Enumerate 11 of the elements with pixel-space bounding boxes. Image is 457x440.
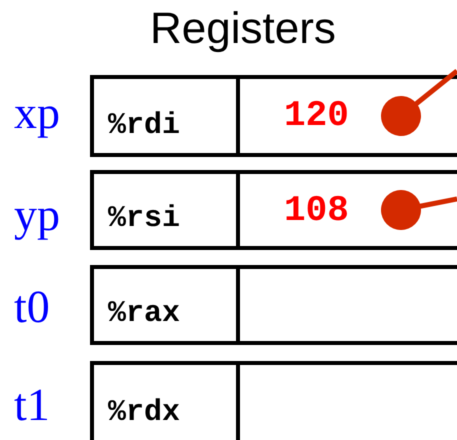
- register-value: 108: [284, 190, 349, 231]
- register-name: %rdx: [108, 396, 180, 430]
- variable-label: yp: [14, 188, 60, 241]
- register-name: %rax: [108, 297, 180, 331]
- variable-label: t1: [14, 378, 50, 431]
- register-value: 120: [284, 95, 349, 136]
- variable-label: t0: [14, 280, 50, 333]
- variable-label: xp: [14, 86, 60, 139]
- register-name: %rdi: [108, 109, 180, 143]
- heading: Registers: [150, 4, 336, 54]
- register-name: %rsi: [108, 202, 180, 236]
